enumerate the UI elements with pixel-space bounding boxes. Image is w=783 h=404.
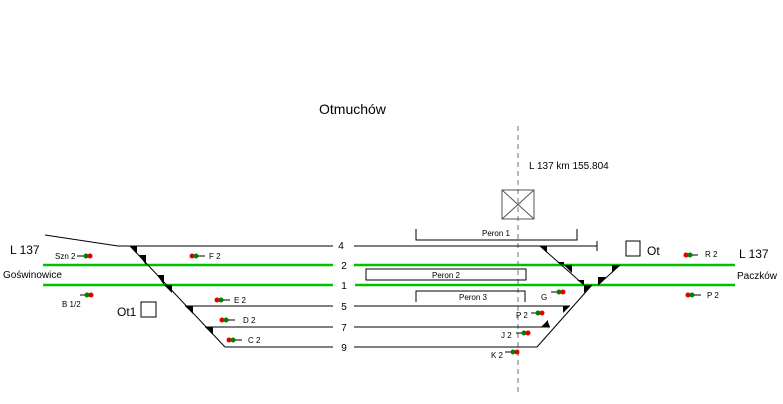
track-number: 7 bbox=[341, 323, 347, 334]
signal-p2-right[interactable]: P 2 bbox=[685, 291, 720, 300]
signal-g[interactable]: G bbox=[541, 289, 566, 303]
right-switch-ladder bbox=[536, 245, 621, 348]
switch-point bbox=[584, 285, 592, 293]
switch-point bbox=[557, 262, 564, 265]
track-number: 9 bbox=[341, 343, 347, 354]
switch-point bbox=[598, 277, 606, 285]
switch-point bbox=[139, 255, 146, 265]
platform-label: Peron 3 bbox=[459, 293, 488, 302]
signal-label: C 2 bbox=[248, 336, 261, 345]
signal-box-ot: Ot bbox=[625, 240, 660, 258]
signal-label: R 2 bbox=[705, 250, 718, 259]
platform-3: Peron 3 bbox=[415, 290, 526, 302]
signal-j2[interactable]: J 2 bbox=[501, 330, 531, 341]
signal-szn2[interactable]: Szn 2 bbox=[55, 252, 93, 261]
signal-box-ot1: Ot1 bbox=[117, 301, 157, 319]
switch-point bbox=[541, 320, 550, 327]
station-building-icon bbox=[501, 189, 535, 220]
signal-label: P 2 bbox=[707, 291, 719, 300]
track-number: 5 bbox=[341, 302, 347, 313]
signal-label: E 2 bbox=[234, 296, 247, 305]
switch-point bbox=[577, 280, 584, 285]
signal-label: D 2 bbox=[243, 316, 256, 325]
track-number: 1 bbox=[341, 281, 347, 292]
station-name: Otmuchów bbox=[319, 101, 387, 117]
switch-point bbox=[164, 285, 172, 293]
platform-label: Peron 2 bbox=[432, 271, 461, 280]
signal-label: F 2 bbox=[209, 252, 221, 261]
signal-label: P 2 bbox=[516, 311, 528, 320]
track-number: 4 bbox=[338, 241, 344, 252]
direction-left: Goświnowice bbox=[3, 270, 62, 281]
signal-d2[interactable]: D 2 bbox=[219, 316, 257, 325]
signal-label: G bbox=[541, 293, 547, 302]
signal-label: K 2 bbox=[491, 351, 504, 360]
direction-right: Paczków bbox=[737, 271, 778, 282]
signal-r2[interactable]: R 2 bbox=[683, 250, 719, 259]
track-number: 2 bbox=[341, 261, 347, 272]
line-label-right: L 137 bbox=[739, 247, 769, 261]
track-5: 5 bbox=[185, 302, 570, 313]
track-4: 4 bbox=[44, 234, 598, 252]
axis-km-label: L 137 km 155.804 bbox=[529, 161, 609, 172]
signal-k2[interactable]: K 2 bbox=[491, 349, 520, 361]
signal-b12[interactable]: B 1/2 bbox=[62, 292, 94, 310]
left-switch-ladder bbox=[129, 245, 226, 348]
platform-label: Peron 1 bbox=[482, 229, 511, 238]
platform-1: Peron 1 bbox=[415, 229, 578, 241]
switch-point bbox=[563, 306, 570, 313]
line-label-left: L 137 bbox=[10, 243, 40, 257]
switch-point bbox=[130, 246, 137, 253]
track-7: 7 bbox=[205, 323, 550, 334]
signal-label: J 2 bbox=[501, 331, 512, 340]
platform-2: Peron 2 bbox=[365, 268, 527, 281]
signal-label: B 1/2 bbox=[62, 300, 81, 309]
switch-point bbox=[205, 327, 213, 335]
track-9: 9 bbox=[225, 343, 537, 354]
signal-e2[interactable]: E 2 bbox=[214, 296, 247, 305]
switch-point bbox=[185, 306, 193, 314]
switch-point bbox=[157, 275, 164, 285]
signal-box-label: Ot1 bbox=[117, 305, 137, 319]
track-2: 2 bbox=[43, 261, 735, 272]
signal-f2[interactable]: F 2 bbox=[189, 252, 222, 261]
switch-point bbox=[612, 265, 620, 273]
signal-c2[interactable]: C 2 bbox=[226, 336, 262, 345]
switch-point bbox=[564, 265, 572, 273]
signal-label: Szn 2 bbox=[55, 252, 76, 261]
switch-point bbox=[540, 246, 547, 253]
signal-p2-station[interactable]: P 2 bbox=[516, 310, 545, 321]
signal-box-label: Ot bbox=[647, 244, 660, 258]
track-1: 1 bbox=[43, 281, 735, 292]
